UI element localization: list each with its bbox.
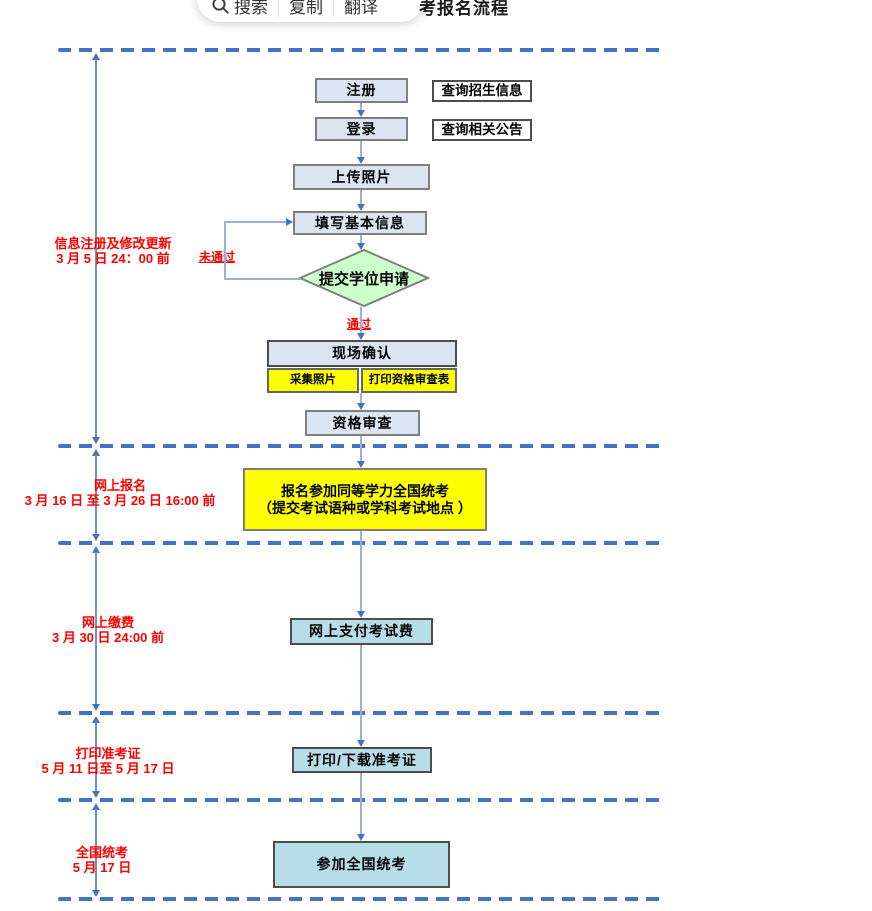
phase-date: 3 月 30 日 24:00 前 (52, 630, 164, 645)
signup-line2: （提交考试语种或学科考试地点 ） (258, 499, 472, 516)
flow-connector (360, 393, 362, 403)
span-arrow-up (92, 546, 100, 553)
span-arrow-down (92, 534, 100, 541)
toolbar-divider (278, 0, 279, 17)
phase-label-registration: 信息注册及修改更新 3 月 5 日 24：00 前 (28, 236, 198, 266)
flow-arrow-down (357, 243, 365, 250)
phase-separator (58, 48, 664, 52)
flow-connector (360, 235, 362, 243)
phase-label-national-exam: 全国统考 5 月 17 日 (42, 845, 162, 875)
decision-diamond-shape (297, 248, 431, 308)
toolbar-divider (333, 0, 334, 17)
node-login: 登录 (315, 117, 408, 141)
loop-segment (224, 221, 226, 280)
flow-arrow-down (357, 157, 365, 164)
span-arrow-down (92, 890, 100, 897)
flow-connector (360, 141, 362, 157)
phase-date: 5 月 11 日至 5 月 17 日 (41, 761, 175, 776)
node-register: 注册 (315, 78, 408, 103)
phase-name: 打印准考证 (75, 746, 141, 761)
phase-name: 信息注册及修改更新 (54, 236, 172, 251)
phase-separator (58, 897, 664, 901)
loop-arrow-right (286, 218, 293, 226)
flow-connector (360, 103, 362, 111)
span-arrow-up (92, 449, 100, 456)
flow-arrow-down (357, 110, 365, 117)
node-submit-degree-application: 提交学位申请 (318, 270, 409, 288)
span-arrow-down (92, 437, 100, 444)
copy-label: 复制 (289, 0, 323, 17)
loop-segment (224, 221, 286, 223)
selection-toolbar: 搜索 复制 翻译 (197, 0, 424, 22)
flow-connector (360, 190, 362, 204)
node-print-review-form: 打印资格审查表 (361, 368, 457, 393)
phase-label-online-signup: 网上报名 3 月 16 日 至 3 月 26 日 16:00 前 (14, 478, 226, 508)
translate-button[interactable]: 翻译 (344, 0, 378, 19)
phase-date: 3 月 16 日 至 3 月 26 日 16:00 前 (24, 493, 216, 508)
node-collect-photo: 采集照片 (267, 368, 359, 393)
node-upload-photo: 上传照片 (293, 164, 430, 190)
node-qualification-review: 资格审查 (305, 410, 420, 436)
span-arrow-down (92, 791, 100, 798)
span-line (95, 59, 97, 438)
flow-arrow-down (357, 204, 365, 211)
node-national-exam-signup: 报名参加同等学力全国统考 （提交考试语种或学科考试地点 ） (243, 468, 487, 531)
translate-label: 翻译 (344, 0, 378, 17)
branch-fail-label: 未通过 (199, 250, 236, 264)
flow-connector (360, 773, 362, 834)
flow-arrow-down (357, 834, 365, 841)
phase-date: 3 月 5 日 24：00 前 (56, 251, 170, 266)
node-query-announcements: 查询相关公告 (432, 119, 532, 141)
signup-line1: 报名参加同等学力全国统考 (281, 483, 449, 500)
phase-name: 网上报名 (93, 478, 146, 493)
flow-arrow-down (357, 461, 365, 468)
flow-arrow-down (357, 740, 365, 747)
phase-date: 5 月 17 日 (72, 860, 132, 875)
span-arrow-down (92, 704, 100, 711)
flow-arrow-down (357, 403, 365, 410)
flow-connector (360, 645, 362, 740)
flow-arrow-down (357, 611, 365, 618)
loop-segment (224, 278, 301, 280)
span-line (95, 809, 97, 891)
flow-connector (360, 531, 362, 611)
copy-button[interactable]: 复制 (289, 0, 323, 19)
branch-pass-label: 通过 (347, 317, 372, 331)
span-line (95, 722, 97, 792)
search-icon (211, 0, 230, 15)
span-line (95, 552, 97, 705)
flow-connector (360, 307, 362, 333)
span-arrow-up (92, 716, 100, 723)
span-line (95, 455, 97, 535)
node-fill-basic-info: 填写基本信息 (293, 211, 427, 235)
phase-label-print-ticket: 打印准考证 5 月 11 日至 5 月 17 日 (28, 746, 188, 776)
flow-arrow-down (357, 333, 365, 340)
span-arrow-up (92, 803, 100, 810)
node-take-national-exam: 参加全国统考 (273, 841, 450, 888)
node-pay-exam-fee: 网上支付考试费 (290, 618, 433, 645)
search-label: 搜索 (234, 0, 268, 17)
phase-name: 网上缴费 (81, 615, 134, 630)
node-onsite-confirmation: 现场确认 (267, 340, 457, 367)
page-title: 考报名流程 (419, 0, 509, 18)
node-print-admission-ticket: 打印/下载准考证 (292, 747, 432, 773)
phase-name: 全国统考 (75, 845, 128, 860)
node-query-admission: 查询招生信息 (432, 80, 532, 102)
span-arrow-up (92, 53, 100, 60)
phase-label-payment: 网上缴费 3 月 30 日 24:00 前 (28, 615, 188, 645)
flow-connector (360, 436, 362, 461)
search-button[interactable]: 搜索 (211, 0, 268, 19)
